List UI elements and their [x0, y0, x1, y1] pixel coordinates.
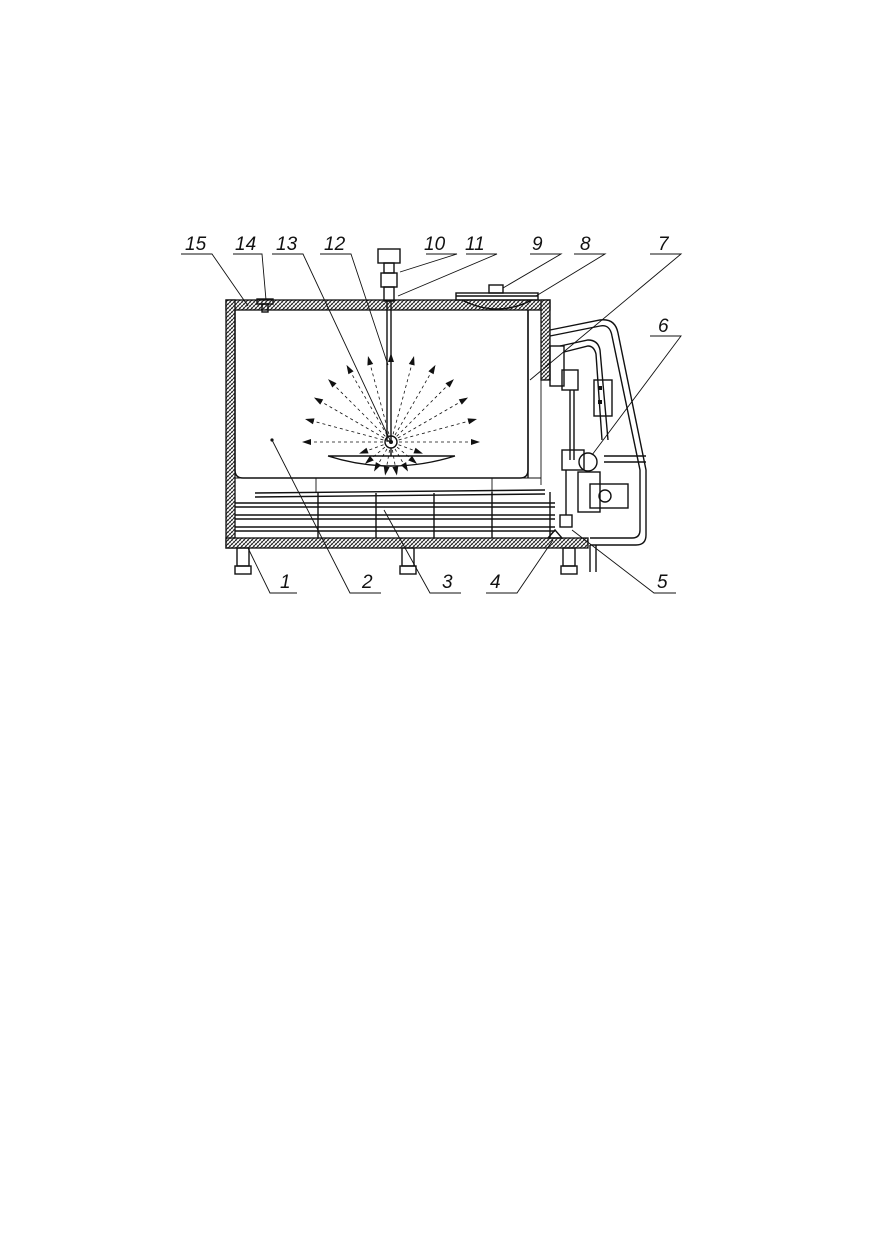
leader-5: [571, 529, 676, 594]
spray-jet-line: [396, 381, 452, 437]
spray-jet-arrow: [471, 439, 480, 445]
tank-legs: [234, 547, 578, 575]
leader-lines: [181, 253, 683, 594]
callout-4: 4: [490, 572, 501, 593]
tank-bottom-wall: [225, 537, 589, 549]
callout-2: 2: [361, 572, 373, 593]
leader-14: [233, 253, 267, 301]
leader-1: [247, 547, 297, 594]
pump-unit: [549, 345, 629, 528]
spray-jet-arrow: [383, 466, 390, 476]
leader-9: [502, 253, 563, 289]
callout-3: 3: [442, 572, 453, 593]
lid-assembly: [455, 284, 539, 310]
spray-jet-arrow: [400, 462, 408, 472]
leader-7: [529, 253, 683, 381]
spray-jet-arrow: [413, 447, 423, 454]
spray-jet-arrow: [458, 397, 469, 405]
spray-jet-arrow: [305, 418, 315, 425]
leader-15: [181, 253, 249, 307]
vent-fitting: [256, 298, 274, 313]
spray-jet-line: [397, 399, 465, 439]
leader-6: [591, 335, 682, 456]
spray-jet-arrow: [313, 397, 324, 405]
spray-jet-line: [308, 419, 384, 441]
leader-2: [271, 439, 381, 594]
spray-jet-line: [392, 359, 414, 435]
spray-jet-arrow: [328, 379, 337, 388]
callout-5: 5: [657, 572, 668, 593]
spray-jet-arrow: [388, 353, 394, 362]
spray-jet-arrow: [408, 356, 415, 366]
callout-7: 7: [658, 234, 670, 255]
callout-8: 8: [580, 234, 591, 255]
leader-11: [397, 253, 498, 297]
external-pipes: [549, 319, 647, 572]
spray-jet-arrow: [374, 462, 382, 472]
leader-10: [399, 253, 458, 273]
leader-4: [486, 539, 554, 594]
spray-fan: [302, 353, 480, 476]
spray-jet-arrow: [467, 418, 477, 425]
callout-9: 9: [532, 234, 543, 255]
spray-jet-line: [348, 368, 388, 436]
drain-valve: [546, 528, 564, 539]
tank-left-wall: [225, 299, 236, 549]
callout-15: 15: [185, 234, 207, 255]
tank-body: [225, 299, 589, 549]
callout-11: 11: [465, 234, 485, 255]
spray-jet-arrow: [392, 466, 399, 476]
spray-jet-arrow: [359, 447, 369, 454]
spray-jet-arrow: [408, 455, 418, 464]
spray-jet-arrow: [445, 379, 454, 388]
callout-14: 14: [235, 234, 256, 255]
spray-jet-arrow: [346, 364, 354, 375]
spray-jet-arrow: [364, 455, 374, 464]
callout-1: 1: [280, 572, 291, 593]
leader-3: [383, 509, 461, 594]
spray-jet-arrow: [367, 356, 374, 366]
callout-13: 13: [276, 234, 298, 255]
callout-10: 10: [424, 234, 446, 255]
spray-jet-line: [317, 399, 385, 439]
spray-jet-line: [394, 368, 434, 436]
leader-13: [272, 253, 391, 441]
spray-jet-arrow: [428, 364, 436, 375]
spray-jet-line: [398, 419, 474, 441]
spray-jet-line: [330, 381, 386, 437]
callout-labels: 15 14 13 12 10 11 9 8 7 6 1 2 3 4 5: [185, 234, 670, 593]
callout-12: 12: [324, 234, 346, 255]
spray-jet-line: [368, 359, 390, 435]
leader-12: [320, 253, 389, 366]
callout-6: 6: [658, 316, 669, 337]
leader-8: [535, 253, 607, 297]
tank-right-wall: [540, 299, 551, 381]
spray-jet-arrow: [302, 439, 311, 445]
